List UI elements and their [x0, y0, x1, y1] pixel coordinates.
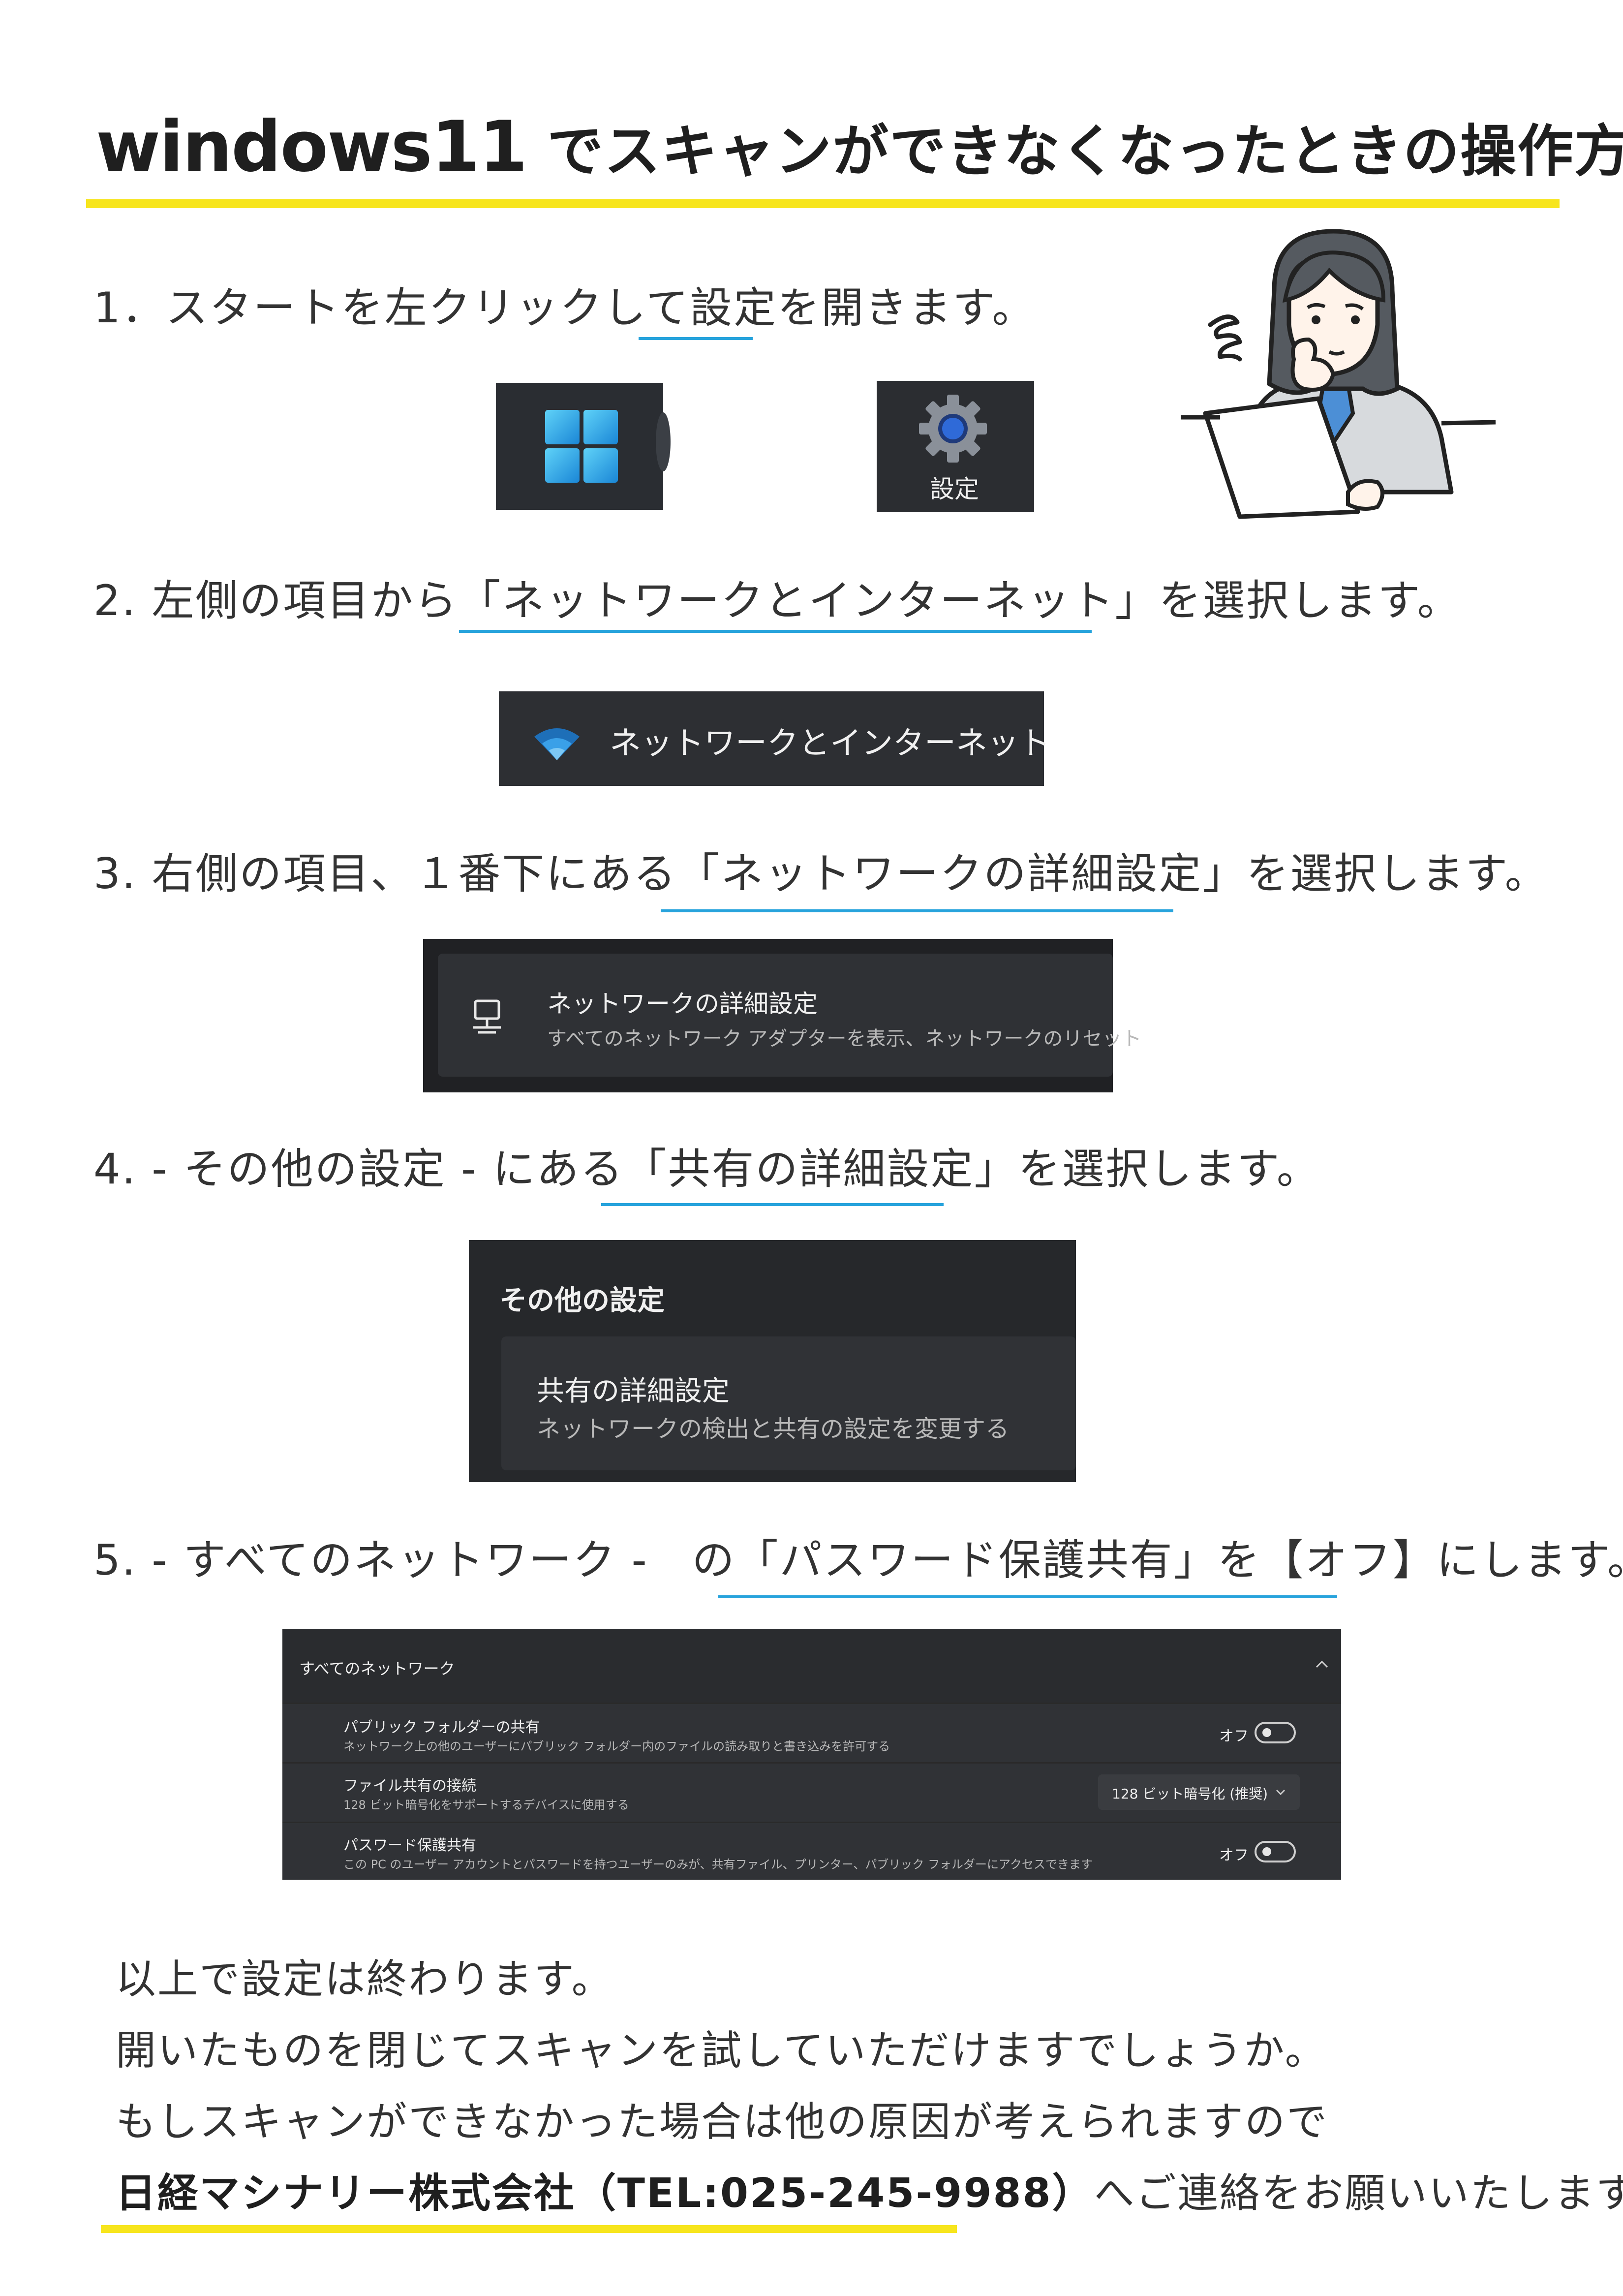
- file-sharing-connection-row: ファイル共有の接続 128 ビット暗号化をサポートするデバイスに使用する 128…: [282, 1764, 1341, 1822]
- network-pc-icon: [468, 998, 508, 1037]
- other-settings-screenshot: その他の設定 共有の詳細設定 ネットワークの検出と共有の設定を変更する: [469, 1240, 1076, 1482]
- public-folder-sharing-row[interactable]: パブリック フォルダーの共有 ネットワーク上の他のユーザーにパブリック フォルダ…: [282, 1704, 1341, 1762]
- public-folder-toggle[interactable]: [1255, 1722, 1296, 1743]
- other-settings-heading: その他の設定: [499, 1285, 665, 1317]
- advanced-network-item[interactable]: ネットワークの詳細設定 すべてのネットワーク アダプターを表示、ネットワークのリ…: [438, 954, 1141, 1077]
- advanced-sharing-subtitle: ネットワークの検出と共有の設定を変更する: [537, 1415, 1010, 1443]
- row-title: ファイル共有の接続: [343, 1777, 476, 1795]
- network-internet-label: ネットワークとインターネット: [610, 725, 1050, 762]
- row-title: パスワード保護共有: [343, 1837, 476, 1854]
- step-5-underline: [718, 1595, 1337, 1598]
- footer-line-3: もしスキャンができなかった場合は他の原因が考えられますので: [116, 2099, 1329, 2145]
- network-internet-button[interactable]: ネットワークとインターネット: [499, 691, 1050, 786]
- row-subtitle: 128 ビット暗号化をサポートするデバイスに使用する: [343, 1798, 629, 1812]
- password-protected-sharing-toggle[interactable]: [1255, 1841, 1296, 1862]
- settings-tile-screenshot[interactable]: 設定: [877, 381, 1034, 512]
- title-windows11: windows11: [96, 106, 527, 187]
- footer-line-2: 開いたものを閉じてスキャンを試していただけますでしょうか。: [116, 2027, 1327, 2074]
- step-2-underline: [459, 630, 1092, 633]
- settings-tile-label: 設定: [930, 475, 979, 503]
- all-networks-title: すべてのネットワーク: [299, 1659, 455, 1678]
- title-underline: [86, 199, 1560, 208]
- toggle-state-label: オフ: [1219, 1728, 1249, 1745]
- row-subtitle: この PC のユーザー アカウントとパスワードを持つユーザーのみが、共有ファイル…: [343, 1858, 1093, 1871]
- advanced-network-subtitle: すべてのネットワーク アダプターを表示、ネットワークのリセット: [547, 1027, 1142, 1050]
- divider: [282, 1762, 1341, 1764]
- divider: [282, 1703, 1341, 1704]
- search-edge: [656, 412, 671, 471]
- step-3-underline: [661, 909, 1173, 912]
- confused-woman-illustration: [1176, 226, 1510, 541]
- encryption-dropdown-value: 128 ビット暗号化 (推奨): [1112, 1786, 1268, 1802]
- advanced-sharing-item[interactable]: 共有の詳細設定 ネットワークの検出と共有の設定を変更する: [501, 1336, 1076, 1470]
- step-3-text: 3. 右側の項目、１番下にある「ネットワークの詳細設定」を選択します。: [93, 849, 1549, 899]
- wifi-icon: [532, 726, 582, 761]
- footer-line-4-rest: へご連絡をお願いいたします。: [1094, 2170, 1623, 2217]
- encryption-dropdown[interactable]: 128 ビット暗号化 (推奨): [1098, 1774, 1300, 1810]
- company-contact: 日経マシナリー株式会社（TEL:025-245-9988）: [116, 2170, 1094, 2217]
- step-4-text: 4. - その他の設定 - にある「共有の詳細設定」を選択します。: [93, 1145, 1320, 1194]
- advanced-network-screenshot: ネットワークの詳細設定 すべてのネットワーク アダプターを表示、ネットワークのリ…: [423, 939, 1141, 1092]
- footer-line-4: 日経マシナリー株式会社（TEL:025-245-9988）へご連絡をお願いいたし…: [116, 2160, 1623, 2219]
- all-networks-panel: すべてのネットワーク パブリック フォルダーの共有 ネットワーク上の他のユーザー…: [282, 1629, 1341, 1880]
- chevron-up-icon[interactable]: [1315, 1659, 1329, 1669]
- footer-line-1: 以上で設定は終わります。: [116, 1956, 613, 2003]
- step-4-underline: [601, 1203, 944, 1206]
- step-5-text: 5. - すべてのネットワーク - の「パスワード保護共有」を【オフ】にします。: [93, 1536, 1623, 1585]
- row-subtitle: ネットワーク上の他のユーザーにパブリック フォルダー内のファイルの読み取りと書き…: [343, 1739, 890, 1753]
- step-1-text: 1．スタートを左クリックして設定を開きます。: [93, 283, 1036, 333]
- page-title: windows11 でスキャンができなくなったときの操作方法: [96, 106, 1623, 187]
- windows-start-icon: [545, 410, 618, 483]
- advanced-sharing-title: 共有の詳細設定: [537, 1375, 730, 1407]
- gear-icon: [916, 392, 990, 465]
- step-1-underline: [639, 337, 753, 340]
- advanced-network-title: ネットワークの詳細設定: [547, 990, 818, 1018]
- chevron-down-icon: [1275, 1788, 1286, 1796]
- company-underline: [101, 2225, 957, 2233]
- row-title: パブリック フォルダーの共有: [343, 1719, 540, 1736]
- divider: [282, 1822, 1341, 1823]
- password-protected-sharing-row[interactable]: パスワード保護共有 この PC のユーザー アカウントとパスワードを持つユーザー…: [282, 1823, 1341, 1880]
- step-2-text: 2. 左側の項目から「ネットワークとインターネット」を選択します。: [93, 576, 1461, 625]
- toggle-state-label: オフ: [1219, 1847, 1249, 1864]
- title-rest: でスキャンができなくなったときの操作方法: [526, 119, 1623, 184]
- start-button-screenshot[interactable]: [496, 383, 671, 510]
